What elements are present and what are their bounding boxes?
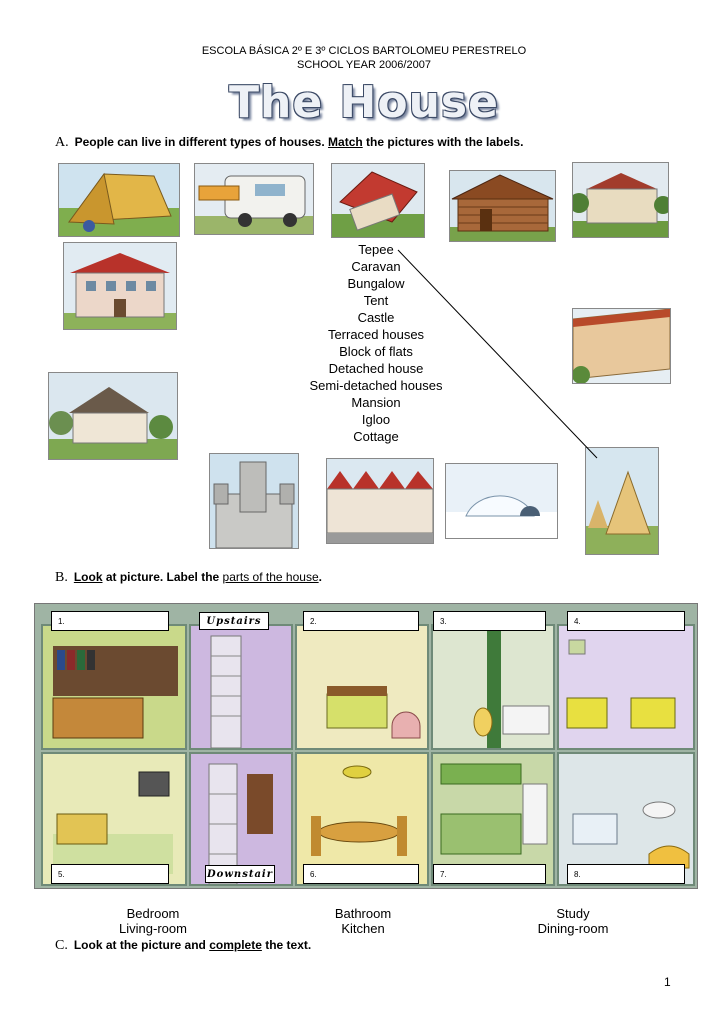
semi-detached-illustration — [49, 373, 177, 459]
section-a-text-2: the pictures with the labels. — [362, 135, 524, 149]
section-c-keyword: complete — [209, 938, 262, 952]
word-study: Study — [556, 906, 590, 921]
label-box-3[interactable]: 3. — [433, 611, 546, 631]
bathroom-illustration — [473, 626, 550, 748]
label-box-5[interactable]: 5. — [51, 864, 169, 884]
label-tent: Tent — [363, 293, 389, 308]
word-dining-room: Dining-room — [537, 921, 609, 936]
room-bathroom — [431, 624, 555, 750]
caravan-picture — [194, 163, 314, 235]
label-cottage: Cottage — [353, 429, 399, 444]
bedroom-1-illustration — [326, 686, 421, 739]
castle-picture — [209, 453, 299, 549]
section-c-text-2: the text. — [261, 938, 312, 952]
detached-house-picture — [63, 242, 177, 330]
room-bedroom-2 — [557, 624, 695, 750]
block-of-flats-picture — [572, 308, 671, 384]
label-mansion: Mansion — [351, 395, 401, 410]
upstairs-label: Upstairs — [199, 612, 269, 630]
room-stairs-up — [189, 624, 293, 750]
page-title: The House — [229, 77, 499, 128]
section-b-instruction: B. Look at picture. Label the parts of th… — [55, 569, 322, 586]
section-c-letter: C. — [55, 938, 68, 953]
semi-detached-picture — [48, 372, 178, 460]
section-a-instruction: A. People can live in different types of … — [55, 134, 523, 151]
school-name: ESCOLA BÁSICA 2º E 3º CICLOS BARTOLOMEU … — [201, 45, 527, 57]
kitchen-illustration — [440, 763, 548, 855]
mansion-illustration — [573, 163, 668, 237]
detached-house-illustration — [64, 243, 176, 329]
house-type-labels: Tepee Caravan Bungalow Tent Castle Terra… — [300, 241, 452, 445]
study-illustration — [52, 646, 178, 739]
label-detached-house: Detached house — [328, 361, 424, 376]
igloo-illustration — [446, 464, 557, 538]
label-caravan: Caravan — [351, 259, 401, 274]
bungalow-illustration — [332, 164, 424, 237]
label-terraced-houses: Terraced houses — [327, 327, 425, 342]
label-box-1[interactable]: 1. — [51, 611, 169, 631]
castle-illustration — [210, 454, 298, 548]
dining-room-illustration — [311, 765, 407, 856]
bedroom-2-illustration — [566, 639, 676, 729]
word-column-1: Bedroom Living-room — [98, 906, 208, 936]
bathroom-2-illustration — [572, 801, 690, 869]
word-column-2: Bathroom Kitchen — [308, 906, 418, 936]
label-tepee: Tepee — [358, 242, 394, 257]
word-bathroom: Bathroom — [334, 906, 392, 921]
word-bedroom: Bedroom — [126, 906, 180, 921]
room-bedroom-1 — [295, 624, 429, 750]
label-block-of-flats: Block of flats — [339, 344, 413, 359]
label-box-7[interactable]: 7. — [433, 864, 546, 884]
word-column-3: Study Dining-room — [518, 906, 628, 936]
section-b-link: parts of the house — [222, 570, 319, 584]
room-bathroom-2 — [557, 752, 695, 886]
label-box-4[interactable]: 4. — [567, 611, 685, 631]
mansion-picture — [572, 162, 669, 238]
caravan-illustration — [195, 164, 313, 234]
word-living-room: Living-room — [119, 921, 187, 936]
school-year: SCHOOL YEAR 2006/2007 — [297, 59, 431, 71]
terraced-houses-picture — [326, 458, 434, 544]
section-b-keyword: Look — [73, 570, 103, 584]
room-dining-room — [295, 752, 429, 886]
section-a-letter: A. — [55, 135, 69, 150]
stairs-down-illustration — [208, 763, 273, 884]
label-box-2[interactable]: 2. — [303, 611, 419, 631]
house-cross-section: 1. Upstairs 2. 3. 4. 5. Downstair 6. 7. … — [34, 603, 698, 889]
cabin-illustration — [450, 171, 555, 241]
tepee-picture — [585, 447, 659, 555]
downstair-label: Downstair — [205, 865, 275, 883]
terraced-houses-illustration — [327, 459, 433, 543]
section-b-text-2: . — [318, 570, 322, 584]
tepee-illustration — [586, 448, 658, 554]
section-a-keyword: Match — [328, 135, 363, 149]
igloo-picture — [445, 463, 558, 539]
room-study — [41, 624, 187, 750]
label-semi-detached-houses: Semi-detached houses — [309, 378, 443, 393]
bungalow-picture — [331, 163, 425, 238]
label-box-6[interactable]: 6. — [303, 864, 419, 884]
block-of-flats-illustration — [573, 309, 670, 383]
cabin-picture — [449, 170, 556, 242]
label-bungalow: Bungalow — [347, 276, 405, 291]
label-igloo: Igloo — [361, 412, 391, 427]
section-a-text-1: People can live in different types of ho… — [74, 135, 329, 149]
section-c-text-1: Look at the picture and — [73, 938, 210, 952]
tent-picture — [58, 163, 180, 237]
stairs-up-illustration — [210, 635, 242, 748]
label-box-8[interactable]: 8. — [567, 864, 685, 884]
page-number: 1 — [664, 975, 671, 989]
room-kitchen — [431, 752, 555, 886]
section-b-text-1: at picture. Label the — [102, 570, 223, 584]
room-stairs-down — [189, 752, 293, 886]
tent-illustration — [59, 164, 179, 236]
word-kitchen: Kitchen — [341, 921, 385, 936]
school-header: ESCOLA BÁSICA 2º E 3º CICLOS BARTOLOMEU … — [0, 44, 728, 72]
section-c-instruction: C. Look at the picture and complete the t… — [55, 937, 311, 954]
label-castle: Castle — [357, 310, 395, 325]
section-b-letter: B. — [55, 570, 68, 585]
